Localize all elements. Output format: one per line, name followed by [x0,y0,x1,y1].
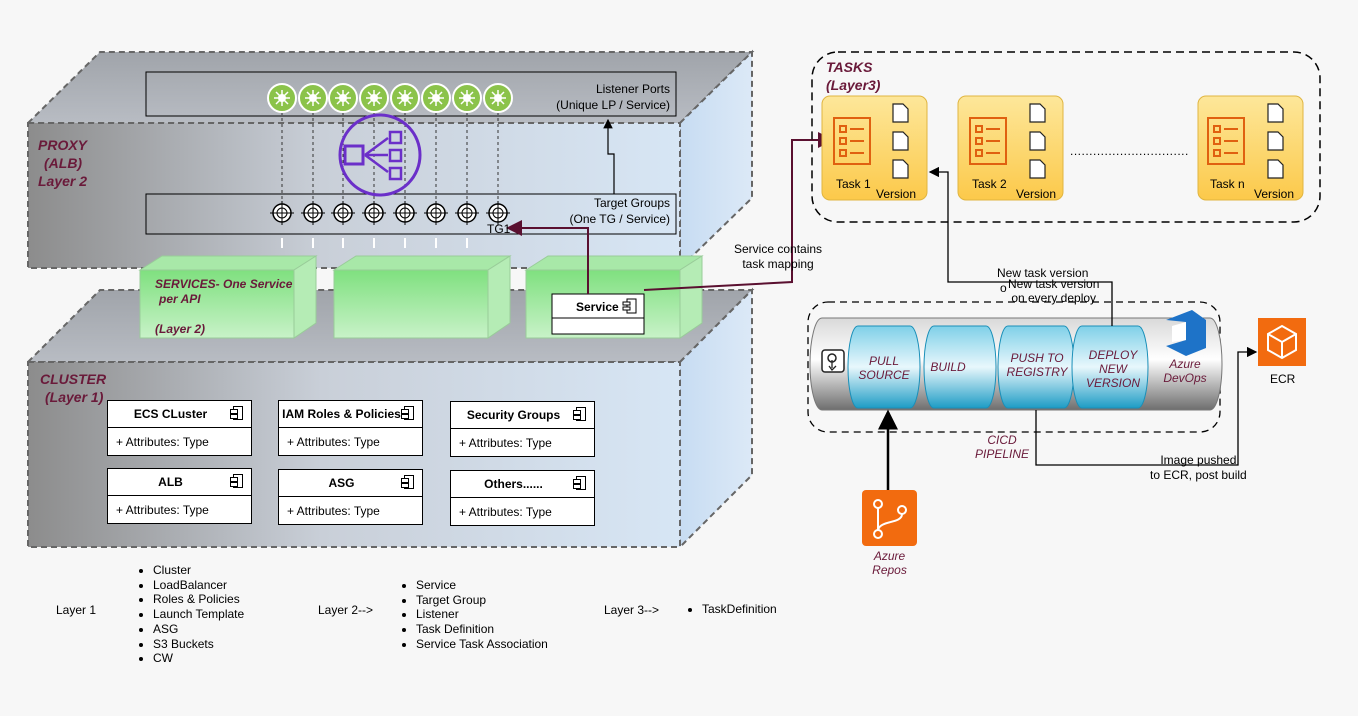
task-2-version: Version [1016,187,1057,201]
component-iam-roles: IAM Roles & Policies + Attributes: Type [278,400,423,456]
services-layer-label: (Layer 2) [155,322,206,336]
pipeline-stages [847,325,1149,409]
listener-ports-label: Listener Ports [595,82,670,96]
service-component-box [551,293,645,335]
target-groups-label: Target Groups [593,196,670,210]
list-item: Task Definition [416,622,548,637]
service-to-task-arrow [643,132,834,291]
pipeline-to-ecr-arrow [1035,346,1258,466]
ecr-icon [1258,318,1306,366]
legend-layer1-label: Layer 1 [56,603,97,617]
stage-build: BUILD [930,360,966,374]
ecr-label: ECR [1270,372,1296,386]
component-ecs-cluster: ECS CLuster + Attributes: Type [107,400,252,456]
touch-icon [821,349,845,373]
component-security-groups: Security Groups + Attributes: Type [450,401,595,457]
legend-layer3-list: TaskDefinition [686,602,777,617]
task-n-version: Version [1254,187,1295,201]
list-item: Launch Template [153,607,244,622]
alb-icon [338,113,422,197]
component-icon [230,474,243,488]
azure-devops-icon [1166,310,1206,356]
proxy-label: PROXY (ALB) Layer 2 [38,137,88,189]
target-groups-sub: (One TG / Service) [569,212,670,226]
task-list-icons [833,117,1245,165]
image-pushed-note: Image pushed to ECR, post build [1150,453,1247,482]
component-alb: ALB + Attributes: Type [107,468,252,524]
listener-ports-sub: (Unique LP / Service) [556,98,670,112]
task-n-name: Task n [1210,177,1245,191]
component-icon [573,407,586,421]
list-item: Roles & Policies [153,592,244,607]
list-item: Target Group [416,593,548,608]
target-group-icons [270,201,510,225]
legend-layer2-list: Service Target Group Listener Task Defin… [400,578,548,652]
tg-to-listener-arrow [603,118,615,194]
version-doc-icons [892,103,1284,179]
component-icon [230,406,243,420]
task-2-name: Task 2 [972,177,1007,191]
list-item: TaskDefinition [702,602,777,617]
component-icon [401,475,414,489]
tasks-label: TASKS (Layer3) [826,59,881,93]
tasks-ellipsis: ............................... [1070,144,1189,158]
component-icon [401,406,414,420]
legend-layer2-label: Layer 2--> [318,603,374,617]
deploy-to-task-arrow [928,166,1113,326]
list-item: Listener [416,607,548,622]
target-groups-bar [145,193,677,235]
component-asg: ASG + Attributes: Type [278,469,423,525]
tg1-label: TG1 [487,222,511,236]
overlap-o: o [1000,281,1007,295]
list-item: LoadBalancer [153,578,244,593]
service-mapping-note: Service contains task mapping [734,242,823,271]
cluster-label: CLUSTER (Layer 1) [40,371,107,405]
service-box-label: Service [576,300,619,314]
list-item: ASG [153,622,244,637]
task-1-version: Version [876,187,917,201]
list-item: Service Task Association [416,637,548,652]
service-to-tg-arrow [506,220,589,294]
services-label: SERVICES- One Service per API [155,277,293,306]
list-item: Service [416,578,548,593]
list-item: S3 Buckets [153,637,244,652]
component-icon [573,476,586,490]
listener-ports-bar [145,71,677,117]
new-task-version-note-2: New task version on every deploy [1008,277,1100,305]
listener-port-icons [267,83,513,113]
tasks-group [811,51,1321,223]
legend-layer1-list: Cluster LoadBalancer Roles & Policies La… [137,563,244,666]
task-1-name: Task 1 [836,177,871,191]
legend-layer3-label: Layer 3--> [604,603,660,617]
new-task-version-note-1: New task version [997,266,1089,280]
tg-ticks [281,238,468,248]
component-others: Others...... + Attributes: Type [450,470,595,526]
azure-repos-icon [862,490,917,546]
list-item: Cluster [153,563,244,578]
list-item: CW [153,651,244,666]
